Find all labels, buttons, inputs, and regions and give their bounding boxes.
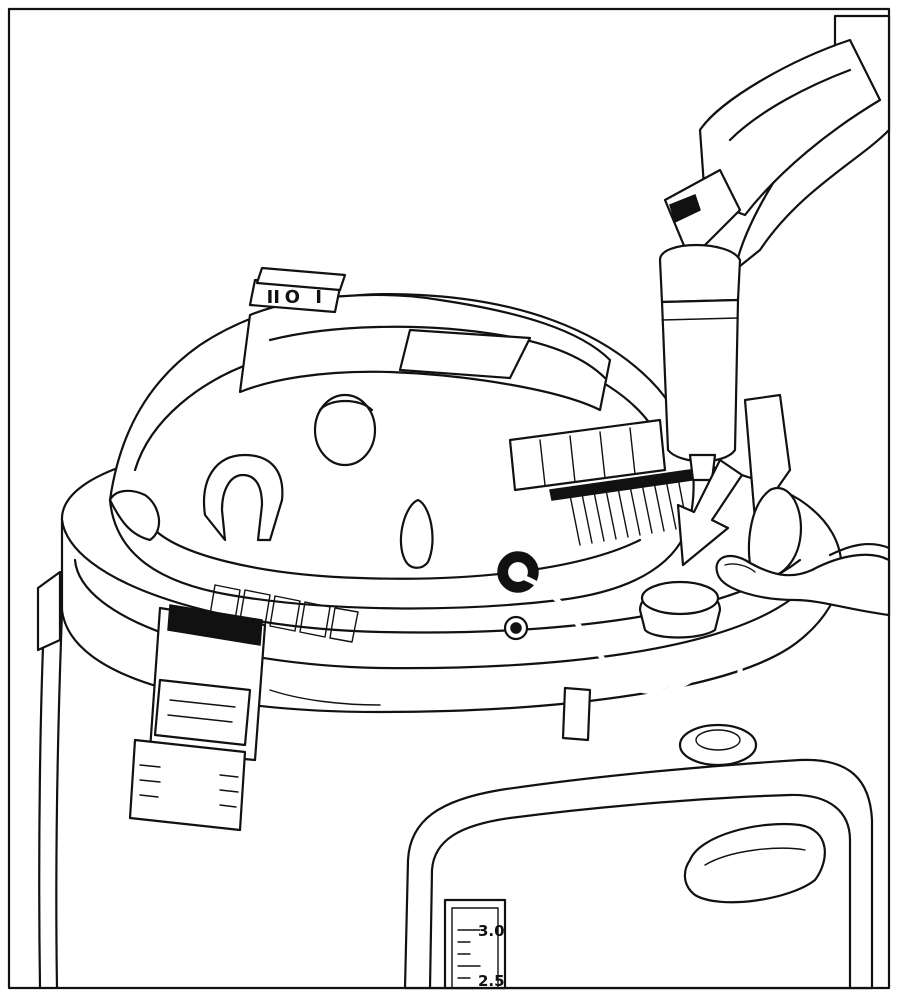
carry-handle xyxy=(202,453,284,542)
gauge-label-top: 3.0 xyxy=(478,922,505,940)
wand-handle[interactable] xyxy=(658,14,891,482)
switch-off-mark: O xyxy=(285,285,300,306)
side-latch[interactable] xyxy=(128,604,267,832)
hand xyxy=(715,542,891,617)
docking-post xyxy=(638,393,803,639)
comb-grille xyxy=(508,418,693,546)
switch-pump-mark: II xyxy=(267,285,280,306)
motor-head xyxy=(108,292,695,610)
lid-knob xyxy=(313,393,377,467)
insertion-arrow-icon xyxy=(676,458,744,567)
tank-grip xyxy=(683,823,826,904)
tank-body xyxy=(36,570,64,990)
gauge-label-bottom: 2.5 xyxy=(478,972,505,990)
label-plate xyxy=(398,328,532,380)
hose-holder-clip xyxy=(561,686,592,742)
water-hose xyxy=(522,575,758,767)
water-tank xyxy=(403,758,874,990)
switch-panel[interactable]: I O II xyxy=(248,266,347,314)
level-gauge: 3.0 2.5 xyxy=(443,898,507,990)
switch-on-mark: I xyxy=(315,285,322,306)
